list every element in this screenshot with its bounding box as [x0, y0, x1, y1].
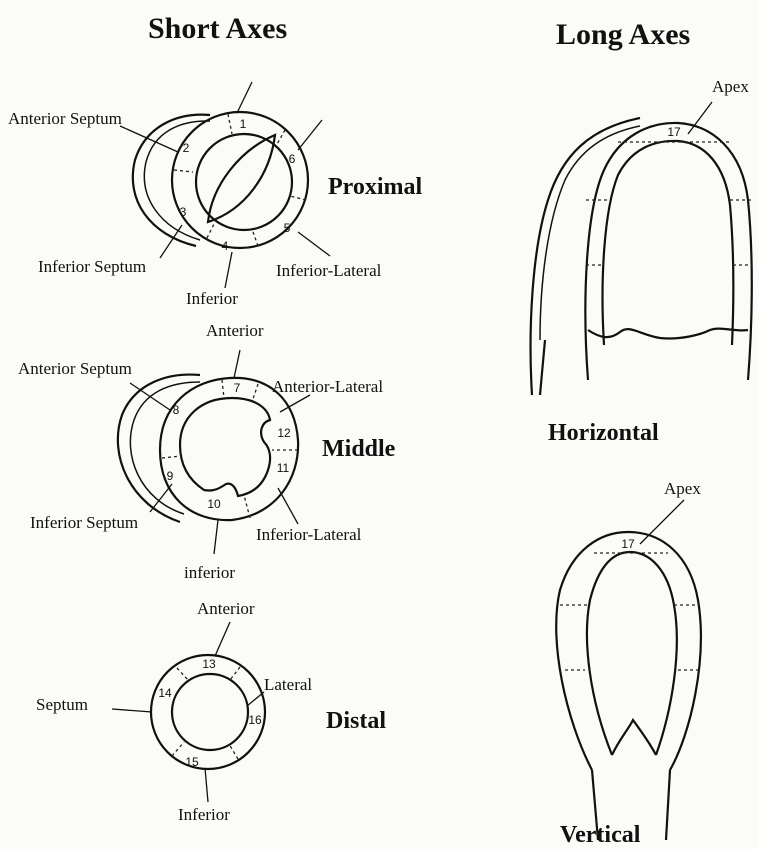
level-middle-label: Middle [322, 436, 396, 462]
proximal-divider [252, 229, 258, 246]
proximal-leader-inferior [225, 252, 232, 288]
proximal-leader-6 [298, 120, 322, 150]
vertical-base-notch [612, 720, 656, 755]
horizontal-lv-inner [603, 141, 734, 345]
distal-anterior-label: Anterior [197, 599, 255, 618]
vertical-lv-inner [587, 552, 677, 755]
segment-17-vertical-label: 17 [621, 537, 635, 551]
middle-leader-anterior-lateral [280, 395, 310, 412]
distal-divider [177, 668, 188, 680]
distal-leader-anterior [215, 622, 230, 656]
segment-7-label: 7 [234, 381, 241, 395]
middle-anterior-lateral-label: Anterior-Lateral [272, 377, 383, 396]
middle-leader-anterior [234, 350, 240, 378]
middle-divider [222, 380, 224, 398]
middle-inferior-label: inferior [184, 563, 235, 582]
middle-inferior-lateral-label: Inferior-Lateral [256, 525, 362, 544]
distal-divider [230, 667, 240, 680]
horizontal-apex-label: Apex [712, 77, 749, 96]
segment-9-label: 9 [167, 469, 174, 483]
proximal-short-axis: 1 2 3 4 5 6 [120, 82, 330, 288]
middle-lv-inner [180, 398, 270, 496]
proximal-inferior-label: Inferior [186, 289, 238, 308]
segment-1-label: 1 [240, 117, 247, 131]
segment-11-label: 11 [277, 461, 290, 475]
horizontal-lv-outer [585, 123, 751, 380]
proximal-valve [208, 135, 275, 222]
long-axis-horizontal: 17 [531, 102, 752, 395]
horizontal-base [588, 329, 748, 339]
segment-12-label: 12 [277, 426, 291, 440]
horizontal-rv-base [540, 340, 545, 395]
proximal-leader-inferior-lateral [298, 232, 330, 256]
vertical-lv-outer [556, 532, 701, 770]
proximal-lv-inner [196, 134, 292, 230]
horizontal-leader-apex [688, 102, 712, 134]
proximal-divider [207, 222, 215, 238]
segment-13-label: 13 [202, 657, 216, 671]
segment-8-label: 8 [173, 403, 180, 417]
proximal-rv-inner [144, 121, 210, 240]
distal-divider [229, 744, 238, 759]
segment-2-label: 2 [183, 141, 190, 155]
middle-divider [252, 384, 258, 402]
middle-divider [162, 456, 181, 458]
proximal-divider [290, 196, 306, 200]
proximal-inferior-lateral-label: Inferior-Lateral [276, 261, 382, 280]
middle-inferior-septum-label: Inferior Septum [30, 513, 138, 532]
level-proximal-label: Proximal [328, 174, 423, 200]
middle-anterior-septum-label: Anterior Septum [18, 359, 132, 378]
distal-divider [172, 742, 184, 756]
proximal-divider [174, 170, 193, 172]
distal-leader-lateral [247, 692, 264, 706]
distal-lv-inner [172, 674, 248, 750]
distal-leader-septum [112, 709, 152, 712]
proximal-leader-1 [237, 82, 252, 113]
segment-16-label: 16 [248, 713, 262, 727]
view-horizontal-label: Horizontal [548, 420, 659, 446]
heading-short-axes: Short Axes [148, 12, 287, 45]
proximal-anterior-septum-label: Anterior Septum [8, 109, 122, 128]
segment-3-label: 3 [180, 205, 187, 219]
proximal-inferior-septum-label: Inferior Septum [38, 257, 146, 276]
segment-10-label: 10 [207, 497, 221, 511]
middle-rv-inner [130, 382, 200, 514]
proximal-divider [228, 114, 232, 134]
vertical-right-stem [666, 770, 670, 840]
view-vertical-label: Vertical [560, 822, 641, 848]
long-axis-vertical: 17 [556, 500, 701, 840]
segment-5-label: 5 [284, 221, 291, 235]
middle-divider [244, 495, 250, 518]
middle-leader-inferior [214, 520, 218, 554]
segment-15-label: 15 [185, 755, 199, 769]
middle-anterior-label: Anterior [206, 321, 264, 340]
segment-6-label: 6 [289, 152, 296, 166]
middle-leader-inferior-lateral [278, 488, 298, 524]
distal-inferior-label: Inferior [178, 805, 230, 824]
vertical-leader-apex [640, 500, 684, 544]
distal-septum-label: Septum [36, 695, 88, 714]
distal-lateral-label: Lateral [264, 675, 312, 694]
vertical-apex-label: Apex [664, 479, 701, 498]
segment-17-horizontal-label: 17 [667, 125, 681, 139]
segment-14-label: 14 [158, 686, 172, 700]
middle-leader-anterior-septum [130, 383, 170, 410]
distal-leader-inferior [205, 768, 208, 802]
level-distal-label: Distal [326, 708, 386, 734]
proximal-divider [276, 130, 285, 146]
heading-long-axes: Long Axes [556, 18, 690, 51]
distal-short-axis: 13 14 15 16 [112, 622, 265, 802]
segment-4-label: 4 [222, 239, 229, 253]
